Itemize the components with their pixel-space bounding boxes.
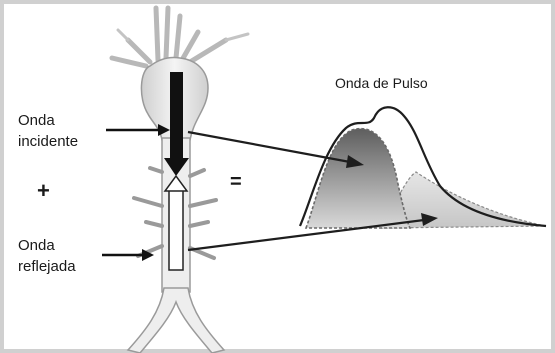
reflected-wave-label-line2: reflejada — [18, 256, 76, 277]
iliac-bifurcation — [128, 288, 224, 353]
reflected-wave-label-line1: Onda — [18, 235, 55, 256]
pulse-wave-title: Onda de Pulso — [335, 73, 428, 94]
plus-symbol: + — [37, 180, 50, 202]
equals-symbol: = — [230, 172, 242, 192]
pulse-waveform — [300, 107, 546, 228]
incident-wave-label-line2: incidente — [18, 131, 78, 152]
reflected-wave-arrow — [165, 176, 187, 270]
incident-component — [306, 129, 410, 228]
label-pointer-arrows — [102, 124, 170, 261]
incident-wave-label-line1: Onda — [18, 110, 55, 131]
